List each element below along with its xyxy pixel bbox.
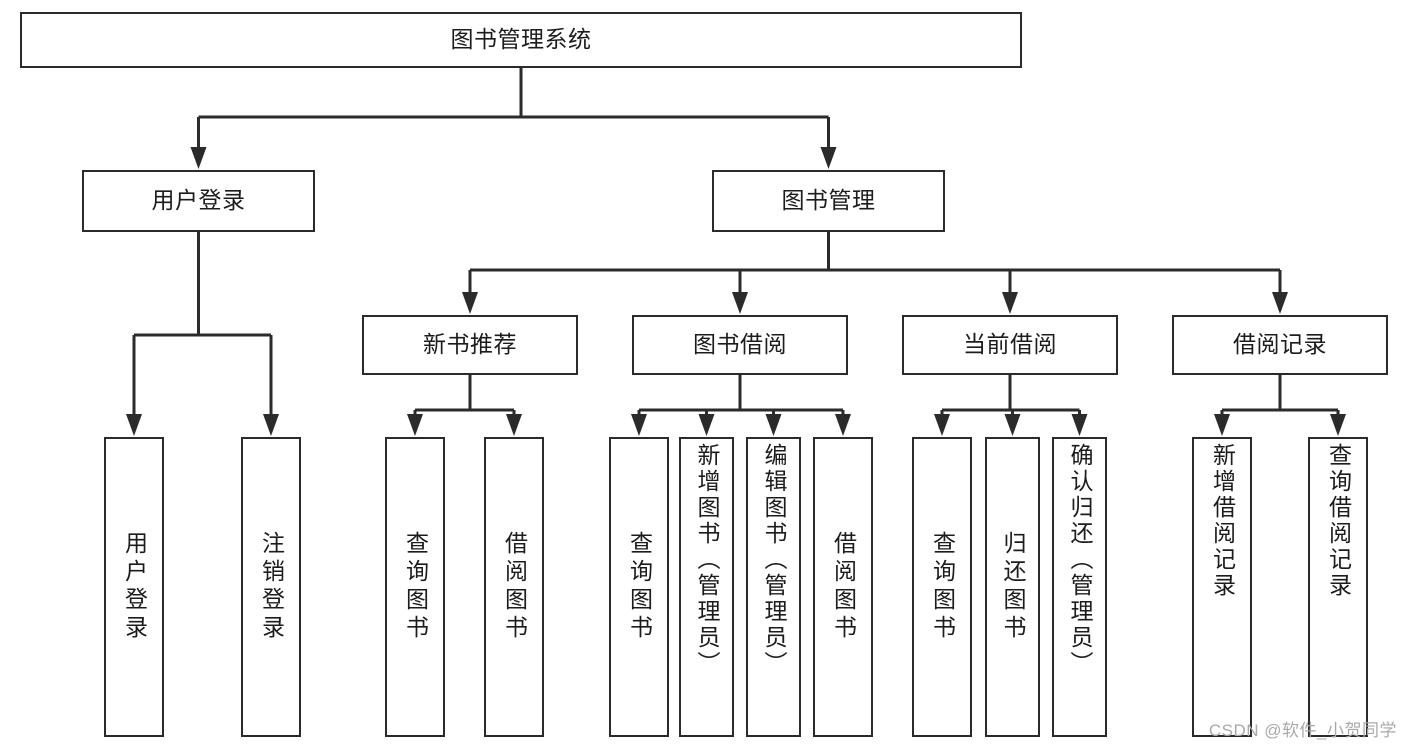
node-label: 用户登录	[151, 187, 246, 214]
node-label: 当前借阅	[963, 331, 1057, 358]
connector-arrowhead	[263, 414, 279, 436]
node-root[interactable]: 图书管理系统	[20, 12, 1022, 68]
node-leaf-add[interactable]: 新增图书（管理员）	[679, 437, 734, 737]
node-label: 图书管理系统	[450, 26, 592, 53]
node-leaf-edit[interactable]: 编辑图书（管理员）	[746, 437, 801, 737]
node-leaf-borrow1[interactable]: 借阅图书	[484, 437, 544, 737]
node-login[interactable]: 用户登录	[82, 170, 315, 232]
connector-arrowhead	[1002, 292, 1018, 314]
connector-arrowhead	[1071, 414, 1088, 436]
node-label: 注销登录	[258, 531, 285, 643]
node-leaf-borrow2[interactable]: 借阅图书	[813, 437, 873, 737]
connector-arrowhead	[631, 414, 647, 436]
node-current[interactable]: 当前借阅	[902, 315, 1118, 375]
node-records[interactable]: 借阅记录	[1172, 315, 1388, 375]
node-label: 查询图书	[402, 531, 429, 643]
connector-arrowhead	[765, 414, 782, 436]
node-leaf-query1[interactable]: 查询图书	[385, 437, 445, 737]
node-newbook[interactable]: 新书推荐	[362, 315, 578, 375]
connector-arrowhead	[1330, 414, 1346, 436]
connector-arrowhead	[126, 414, 142, 436]
node-label: 借阅图书	[501, 531, 528, 643]
node-leaf-return[interactable]: 归还图书	[985, 437, 1040, 737]
connector-arrowhead	[820, 147, 837, 169]
connector-arrowhead	[1214, 414, 1230, 436]
connector-arrowhead	[462, 292, 478, 314]
node-label: 新增图书（管理员）	[694, 443, 720, 677]
node-label: 借阅记录	[1233, 331, 1327, 358]
connector-arrowhead	[506, 414, 522, 436]
node-leaf-addrec[interactable]: 新增借阅记录	[1192, 437, 1252, 737]
node-label: 新书推荐	[423, 331, 517, 358]
watermark-label: CSDN @软件_小贺同学	[1208, 721, 1397, 740]
connector-arrowhead	[190, 147, 207, 169]
node-bookmgmt[interactable]: 图书管理	[712, 170, 945, 232]
node-leaf-queryrec[interactable]: 查询借阅记录	[1308, 437, 1368, 737]
connector-arrowhead	[1004, 414, 1021, 436]
node-label: 图书管理	[781, 187, 876, 214]
node-label: 查询借阅记录	[1325, 443, 1352, 599]
node-label: 图书借阅	[693, 331, 787, 358]
node-borrow[interactable]: 图书借阅	[632, 315, 848, 375]
connector-arrowhead	[1272, 292, 1288, 314]
node-leaf-query3[interactable]: 查询图书	[912, 437, 972, 737]
connector-arrowhead	[934, 414, 950, 436]
node-leaf-query2[interactable]: 查询图书	[609, 437, 669, 737]
node-label: 查询图书	[626, 531, 653, 643]
node-label: 归还图书	[1000, 531, 1026, 643]
node-leaf-login[interactable]: 用户登录	[104, 437, 164, 737]
connector-arrowhead	[698, 414, 715, 436]
connector-arrowhead	[407, 414, 423, 436]
node-leaf-logout[interactable]: 注销登录	[241, 437, 301, 737]
connector-arrowhead	[732, 292, 748, 314]
node-label: 借阅图书	[830, 531, 857, 643]
node-label: 查询图书	[929, 531, 956, 643]
connector-arrowhead	[835, 414, 851, 436]
node-label: 编辑图书（管理员）	[761, 443, 787, 677]
node-label: 确认归还（管理员）	[1067, 443, 1093, 677]
node-leaf-confirm[interactable]: 确认归还（管理员）	[1052, 437, 1107, 737]
node-label: 用户登录	[121, 531, 148, 643]
node-label: 新增借阅记录	[1209, 443, 1236, 599]
